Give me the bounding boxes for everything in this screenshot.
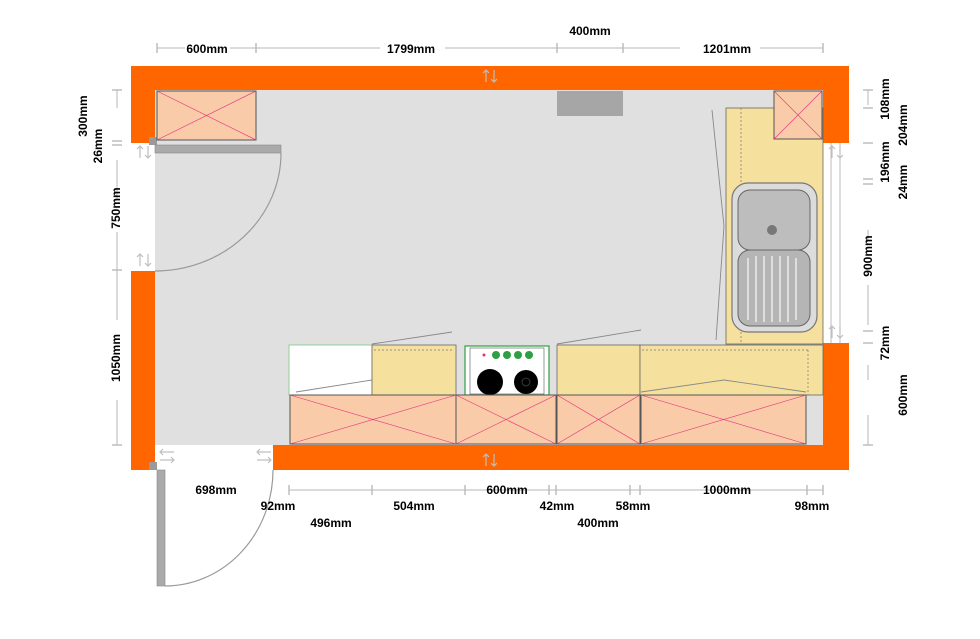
cabinet-cross [773, 90, 823, 140]
hob-plate [514, 370, 538, 394]
extractor-hood [557, 91, 623, 116]
dim-label-bottom-58: 58mm [616, 499, 651, 513]
hob-knob[interactable] [514, 351, 522, 359]
dim-label-bottom-98: 98mm [795, 499, 830, 513]
cabinet-cross [156, 90, 257, 141]
dim-label-left-300: 300mm [76, 95, 90, 136]
dim-label-bottom-496: 496mm [310, 516, 351, 530]
dim-label-bottom-698: 698mm [195, 483, 236, 497]
cabinet-door-swing [711, 109, 725, 227]
sink[interactable] [731, 182, 818, 333]
dim-label-right-108: 108mm [878, 78, 892, 119]
dim-label-bottom-92: 92mm [261, 499, 296, 513]
worktop-segment [371, 344, 457, 396]
bottom-door-frame [149, 462, 157, 470]
dim-label-top-1201: 1201mm [703, 42, 751, 56]
left-door-leaf[interactable] [154, 144, 282, 154]
dim-label-bottom-504: 504mm [393, 499, 434, 513]
cabinet-door-swing [715, 225, 725, 341]
dim-label-right-900: 900mm [861, 235, 875, 276]
dimension-lines-top [156, 43, 824, 53]
dim-label-bottom-1000: 1000mm [703, 483, 751, 497]
worktop-segment [556, 344, 641, 396]
hob-plate [477, 369, 503, 395]
dim-label-bottom-400: 400mm [577, 516, 618, 530]
dim-label-bottom-600: 600mm [486, 483, 527, 497]
left-door-swing [154, 152, 282, 272]
dim-label-right-204: 204mm [896, 104, 910, 145]
dim-label-top-1799: 1799mm [387, 42, 435, 56]
dim-label-left-26: 26mm [91, 129, 105, 164]
dimension-lines-left [112, 89, 122, 446]
dim-label-left-1050: 1050mm [109, 334, 123, 382]
base-cabinet-crosses [289, 394, 807, 445]
dim-label-right-600: 600mm [896, 374, 910, 415]
dim-label-top-400: 400mm [569, 24, 610, 38]
dim-label-right-24: 24mm [896, 165, 910, 200]
bottom-door-swing [164, 469, 274, 587]
wall-arrow-marks [136, 69, 844, 467]
hob-knob[interactable] [525, 351, 533, 359]
bottom-door-opening [155, 445, 273, 470]
hob-knob[interactable] [492, 351, 500, 359]
cabinet-door-swings [295, 329, 807, 393]
bottom-door-leaf[interactable] [156, 469, 166, 587]
right-window-opening [823, 143, 849, 343]
dim-label-right-196: 196mm [878, 141, 892, 182]
left-door-opening [131, 143, 155, 271]
hob-indicator [482, 353, 486, 357]
worktop-blank [288, 344, 373, 396]
dimension-lines-bottom [288, 485, 824, 495]
dim-label-top-600: 600mm [186, 42, 227, 56]
hob[interactable] [464, 345, 550, 396]
left-door-frame [149, 137, 157, 145]
dim-label-right-72: 72mm [878, 326, 892, 361]
worktop-segment [639, 344, 824, 396]
dim-label-left-750: 750mm [109, 187, 123, 228]
sink-drain [767, 225, 777, 235]
dimension-lines-right [863, 89, 873, 446]
hob-knob[interactable] [503, 351, 511, 359]
base-cabinets [289, 394, 807, 445]
dim-label-bottom-42: 42mm [540, 499, 575, 513]
